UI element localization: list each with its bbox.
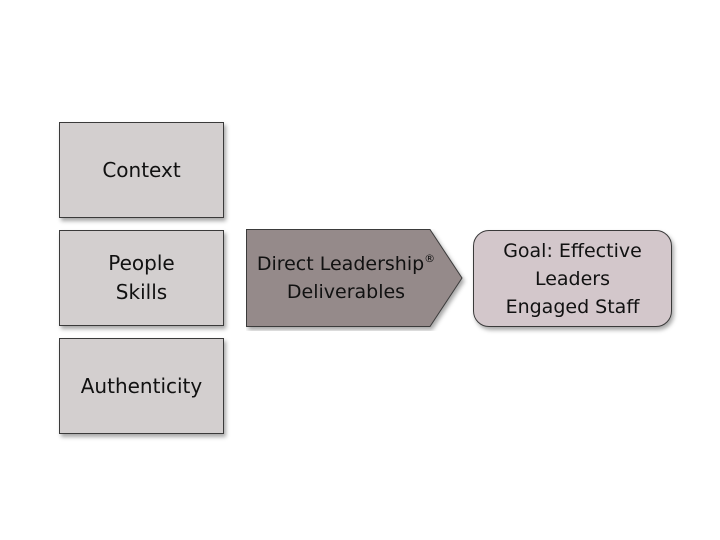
goal-line-3: Engaged Staff: [505, 295, 640, 318]
arrow-title: Direct Leadership: [256, 253, 425, 275]
goal-line-2: Leaders: [534, 267, 611, 290]
goal-box: Goal: Effective Leaders Engaged Staff: [473, 230, 672, 327]
context-label: Context: [102, 157, 181, 182]
arrow-label: Direct Leadership® Deliverables: [246, 229, 446, 327]
registered-mark: ®: [424, 252, 436, 265]
people-skills-line-1: People: [108, 251, 175, 275]
context-box: Context: [59, 122, 224, 218]
people-skills-box: People Skills: [59, 230, 224, 326]
people-skills-line-2: Skills: [115, 280, 168, 304]
authenticity-box: Authenticity: [59, 338, 224, 434]
goal-line-1: Goal: Effective: [503, 239, 642, 262]
pentagon-arrow-shape: [246, 229, 463, 327]
arrow-line-1: Direct Leadership®: [257, 250, 435, 278]
authenticity-label: Authenticity: [80, 373, 203, 398]
direct-leadership-arrow: Direct Leadership® Deliverables: [246, 229, 468, 331]
people-skills-text: People Skills: [108, 249, 174, 307]
arrow-line-2: Deliverables: [286, 281, 406, 303]
